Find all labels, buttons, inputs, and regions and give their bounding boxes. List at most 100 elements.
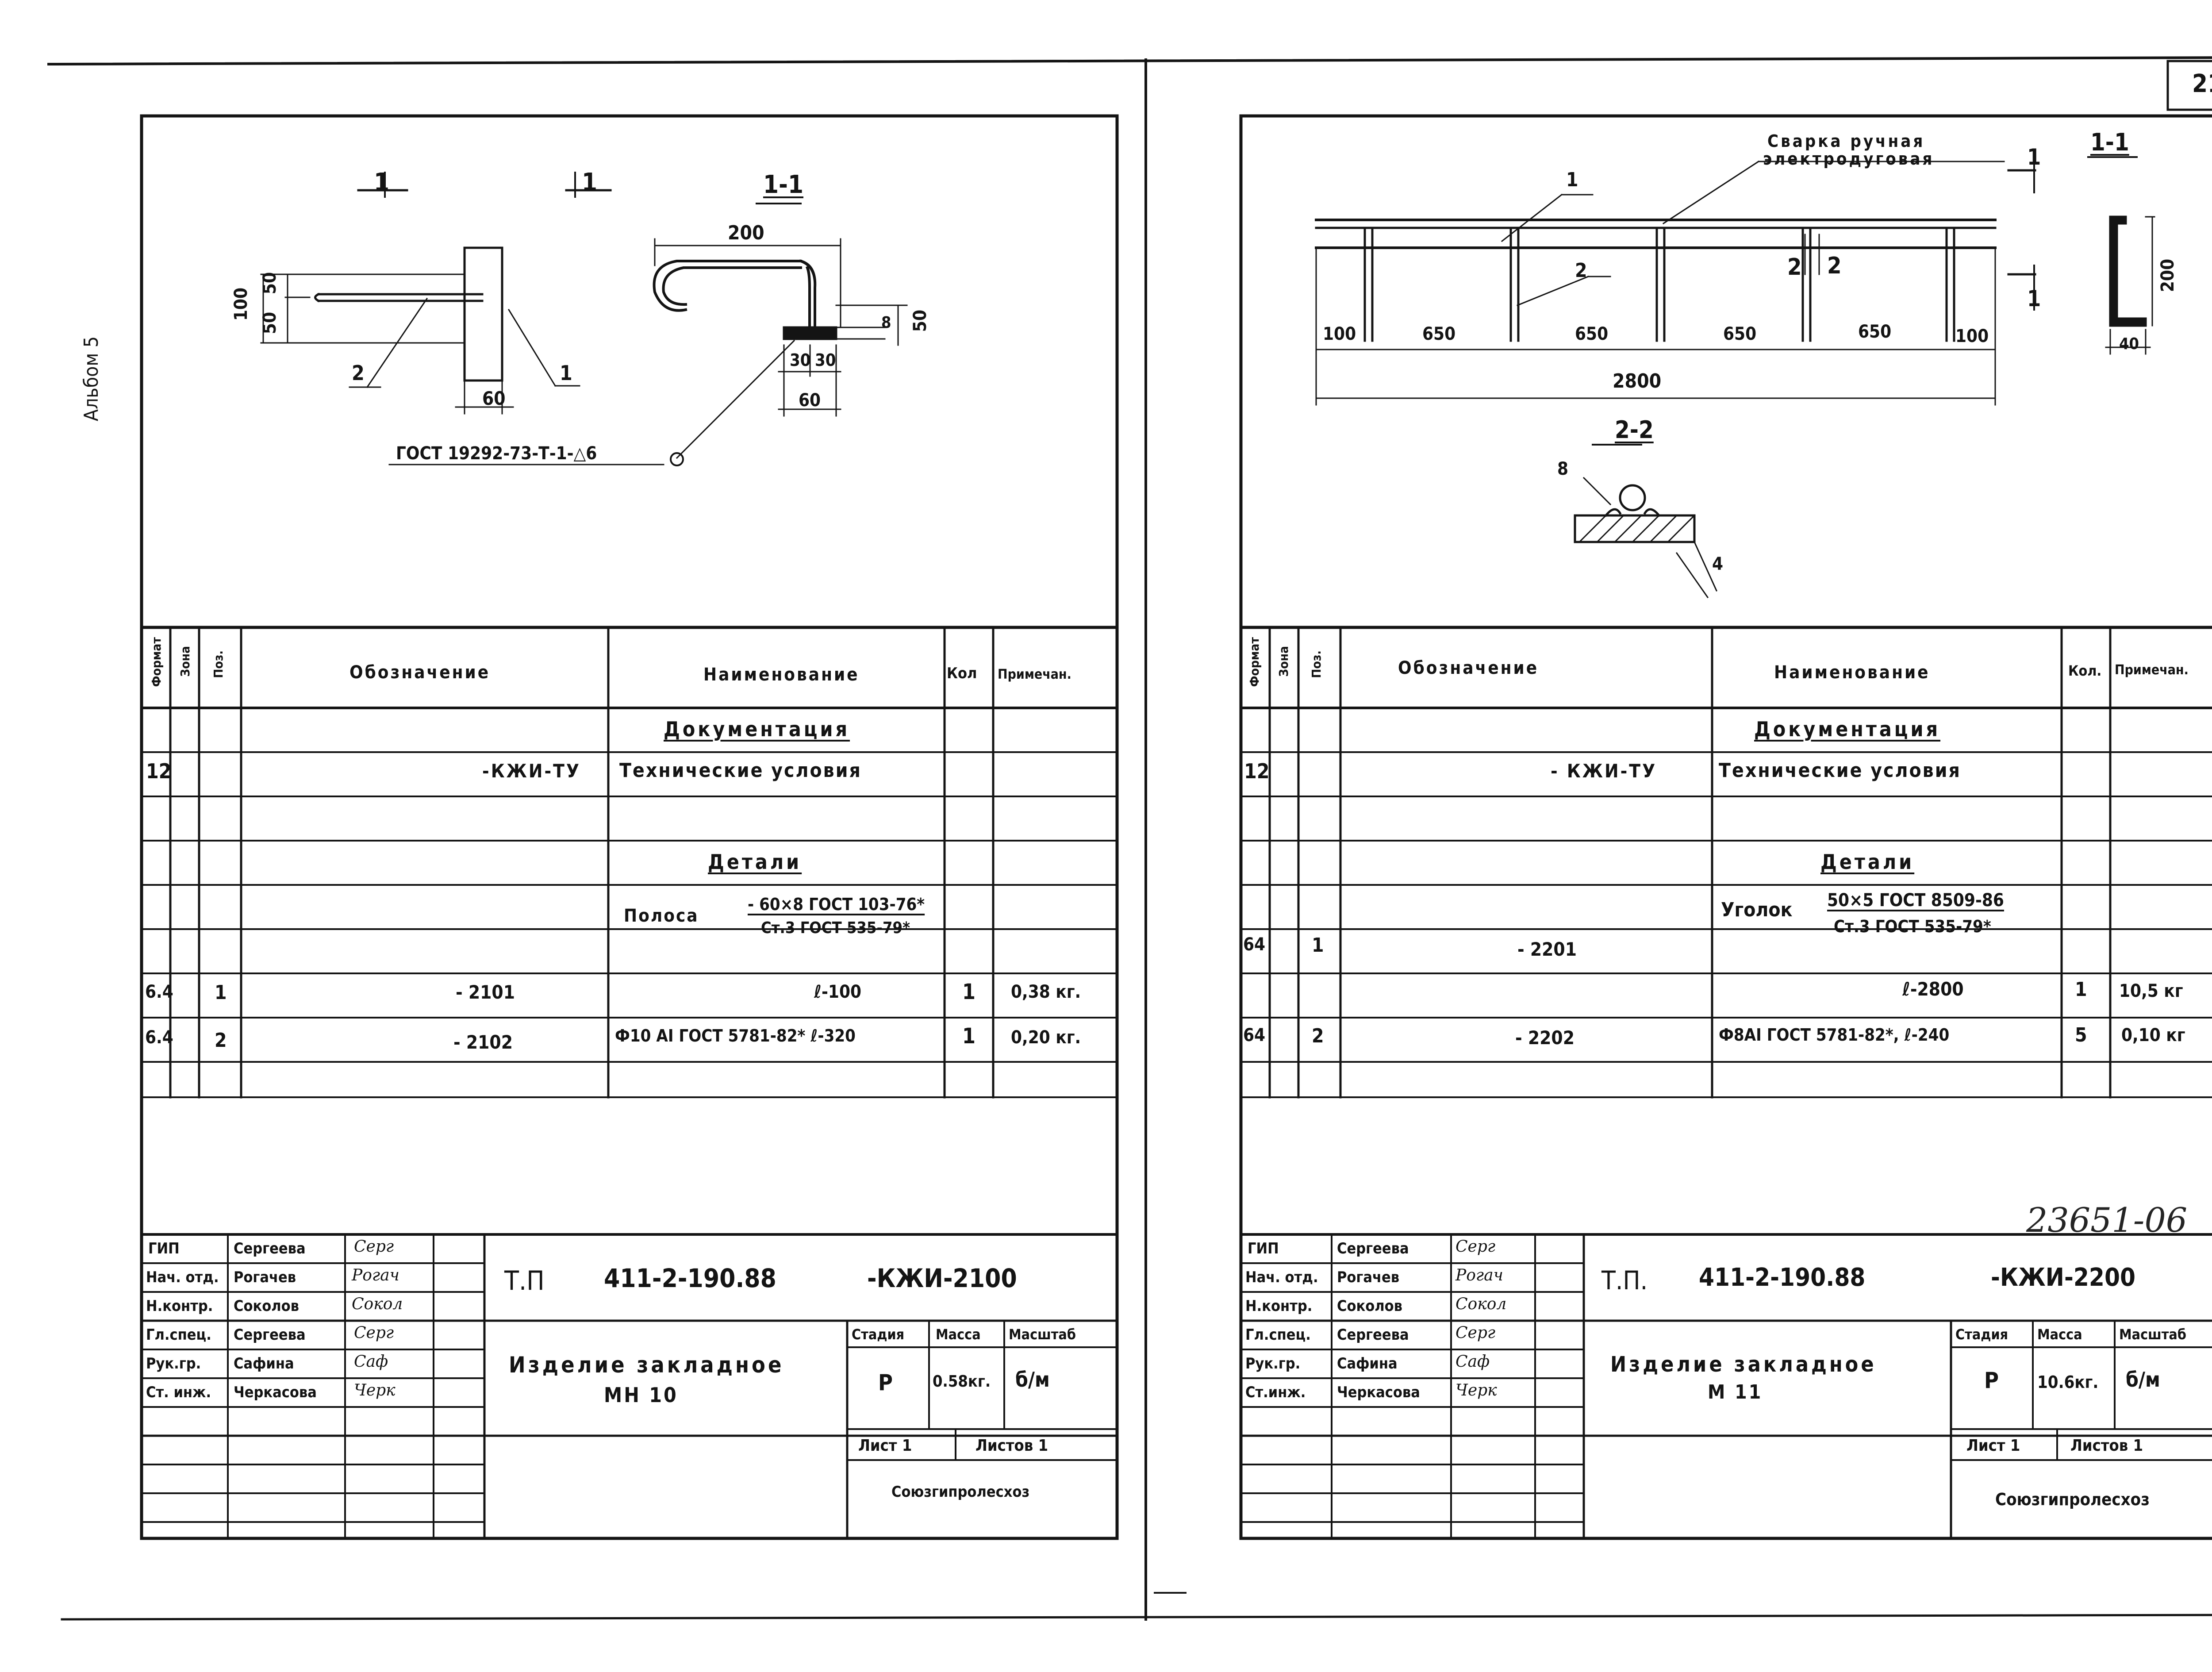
right-p1-role: ГИП [1248, 1240, 1279, 1257]
right-title-line1: Изделие закладное [1610, 1352, 1877, 1377]
left-dim-50: 50 [260, 312, 280, 334]
right-frame [1239, 114, 2212, 1540]
right-p2-name: Рогачев [1337, 1268, 1400, 1286]
right-p2-role: Нач. отд. [1245, 1268, 1318, 1286]
left-code-mid: 411-2-190.88 [604, 1263, 776, 1293]
left-hdr-name: Наименование [703, 665, 860, 685]
right-mass-label: Масса [2037, 1326, 2082, 1343]
left-pos-2: 2 [352, 361, 365, 385]
left-code-prefix: Т.П [504, 1265, 545, 1296]
left-row2-note: 0,20 кг. [1011, 1027, 1081, 1048]
right-p5-role: Рук.гр. [1245, 1355, 1301, 1372]
right-dim-4: 4 [1712, 554, 1724, 574]
right-row3-note: 0,10 кг [2121, 1025, 2185, 1045]
right-dim-40: 40 [2119, 335, 2139, 353]
left-row2-format: 6.4 [145, 1027, 173, 1048]
right-dim-8: 8 [1557, 459, 1569, 479]
left-p4-role: Гл.спец. [146, 1326, 211, 1344]
right-row1-pos: 1 [1312, 934, 1324, 957]
right-row3-qty: 5 [2075, 1024, 2087, 1046]
left-mass: 0.58кг. [933, 1372, 991, 1391]
right-section2-title: 2-2 [1615, 416, 1654, 444]
left-pos-1: 1 [560, 361, 572, 385]
right-scale-label: Масштаб [2119, 1326, 2186, 1343]
right-sheets: Листов 1 [2070, 1437, 2143, 1455]
left-p2-sign: Рогач [352, 1266, 399, 1284]
left-row1-format: 6.4 [145, 982, 173, 1002]
right-angle-label: Уголок [1721, 899, 1793, 921]
right-pos-1: 1 [1566, 169, 1578, 191]
bottom-edge-line [61, 1614, 2212, 1621]
left-dim-30a: 30 [790, 350, 811, 370]
left-stage-label: Стадия [852, 1326, 905, 1343]
right-section-docs: Документация [1754, 717, 1941, 741]
page-number: 21 [2192, 69, 2212, 98]
right-section-title: 1-1 [2090, 128, 2129, 156]
left-dim-30b: 30 [815, 350, 836, 370]
right-p5-sign: Саф [1455, 1353, 1490, 1371]
right-mark-1a: 1 [2027, 144, 2041, 170]
left-row2-pos: 2 [215, 1029, 227, 1052]
left-view-mark-a: 1 [374, 168, 390, 197]
right-weld-note-2: электродуговая [1763, 149, 1935, 169]
left-p3-name: Соколов [234, 1297, 300, 1315]
right-p3-sign: Сокол [1455, 1295, 1507, 1313]
left-org: Союзгипролесхоз [891, 1483, 1030, 1501]
left-p1-role: ГИП [148, 1240, 180, 1257]
left-p5-sign: Саф [354, 1353, 388, 1371]
right-row3-name: Ф8АI ГОСТ 5781-82*, ℓ-240 [1719, 1025, 1950, 1045]
left-dim-50c: 50 [910, 310, 930, 332]
left-weld-note: ГОСТ 19292-73-Т-1-△6 [396, 443, 597, 464]
left-dim-200: 200 [728, 222, 764, 244]
left-row2-qty: 1 [962, 1024, 976, 1049]
right-stage-label: Стадия [1955, 1326, 2008, 1343]
left-strip-bottom: Ст.3 ГОСТ 535-79* [761, 919, 910, 937]
right-mass: 10.6кг. [2037, 1372, 2099, 1392]
left-dim-60b: 60 [799, 390, 821, 411]
right-angle-bottom: Ст.3 ГОСТ 535-79* [1834, 917, 1991, 936]
left-title-line2: МН 10 [604, 1383, 678, 1407]
right-dim-5: 100 [1955, 326, 1989, 346]
inventory-number: 23651-06 [2026, 1200, 2188, 1240]
right-sheet: Лист 1 [1966, 1437, 2020, 1455]
right-dim-1: 650 [1422, 324, 1456, 344]
right-dim-4: 650 [1858, 322, 1892, 342]
right-row2-qty: 1 [2075, 978, 2087, 1001]
right-org: Союзгипролесхоз [1995, 1490, 2150, 1509]
left-strip-top: - 60×8 ГОСТ 103-76* [748, 895, 925, 914]
right-p3-name: Соколов [1337, 1297, 1403, 1315]
left-p4-name: Сергеева [234, 1326, 306, 1344]
left-row1-pos: 1 [215, 981, 227, 1004]
right-doc-format: 12 [1244, 759, 1270, 783]
left-dim-60: 60 [482, 388, 506, 409]
right-row2-name: ℓ-2800 [1902, 978, 1964, 1000]
left-row2-designation: - 2102 [453, 1031, 513, 1053]
right-dim-2: 650 [1575, 324, 1609, 344]
left-title-line1: Изделие закладное [509, 1352, 784, 1378]
right-total: 2800 [1613, 370, 1662, 392]
right-p4-name: Сергеева [1337, 1326, 1409, 1344]
right-row3-designation: - 2202 [1515, 1027, 1575, 1049]
right-angle-top: 50×5 ГОСТ 8509-86 [1827, 890, 2004, 911]
right-p1-name: Сергеева [1337, 1240, 1409, 1257]
left-dim-8: 8 [881, 314, 891, 332]
left-sheets: Листов 1 [975, 1437, 1048, 1455]
right-pos-2: 2 [1575, 259, 1587, 282]
right-hdr-format: Формат [1247, 637, 1262, 687]
right-p4-sign: Серг [1455, 1324, 1496, 1342]
right-hdr-note: Примечан. [2115, 662, 2189, 678]
right-scale: б/м [2126, 1368, 2160, 1391]
right-p5-name: Сафина [1337, 1355, 1398, 1372]
left-p3-role: Н.контр. [146, 1297, 213, 1315]
left-section-parts: Детали [708, 850, 802, 874]
right-p1-sign: Серг [1455, 1238, 1496, 1256]
right-dim-0: 100 [1323, 324, 1356, 344]
left-section-title: 1-1 [763, 170, 804, 199]
left-p5-name: Сафина [234, 1355, 294, 1372]
left-row1-note: 0,38 кг. [1011, 982, 1081, 1002]
right-p4-role: Гл.спец. [1245, 1326, 1311, 1344]
right-hdr-designation: Обозначение [1398, 658, 1539, 678]
left-row1-qty: 1 [962, 980, 976, 1004]
left-dim-50b: 50 [260, 272, 280, 295]
